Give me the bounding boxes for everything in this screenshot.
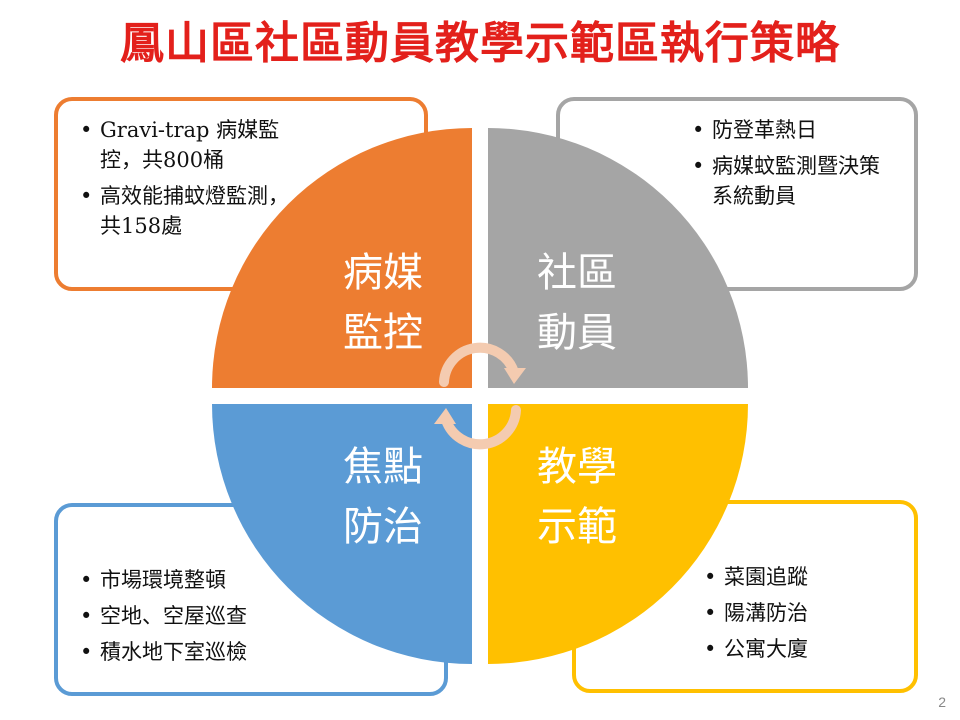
cycle-arrow-top-icon [439,342,519,387]
page-number: 2 [938,694,946,710]
list-item: Gravi-trap 病媒監控，共800桶 [78,115,308,175]
list-item: 陽溝防治 [702,598,902,628]
list-item: 菜園追蹤 [702,562,902,592]
community-mobilization-quadrant [488,128,748,388]
cycle-arrow-bottom-head-icon [434,408,456,424]
list-item: 公寓大廈 [702,634,902,664]
list-item: 市場環境整頓 [78,565,308,595]
list-item: 防登革熱日 [690,115,900,145]
cycle-arrow-top-head-icon [504,368,526,384]
teaching-demonstration-quadrant [488,404,748,664]
list-item: 積水地下室巡檢 [78,637,308,667]
teaching-demonstration-label-1: 教學 [537,444,617,490]
list-item: 病媒蚊監測暨決策系統動員 [690,151,900,211]
cycle-arrow-bottom-icon [441,405,521,450]
teaching-demonstration-label-2: 示範 [537,504,617,550]
focused-control-label-2: 防治 [343,504,423,550]
community-mobilization-label-2: 動員 [537,310,617,356]
vector-monitoring-quadrant [212,128,472,388]
list-item: 高效能捕蚊燈監測，共158處 [78,181,308,241]
page-title: 鳳山區社區動員教學示範區執行策略 [120,18,840,69]
community-mobilization-label-1: 社區 [537,250,617,296]
vector-monitoring-label-2: 監控 [343,310,423,356]
vector-monitoring-label-1: 病媒 [343,250,423,296]
list-item: 空地、空屋巡查 [78,601,308,631]
focused-control-label-1: 焦點 [343,444,423,490]
focused-control-quadrant [212,404,472,664]
